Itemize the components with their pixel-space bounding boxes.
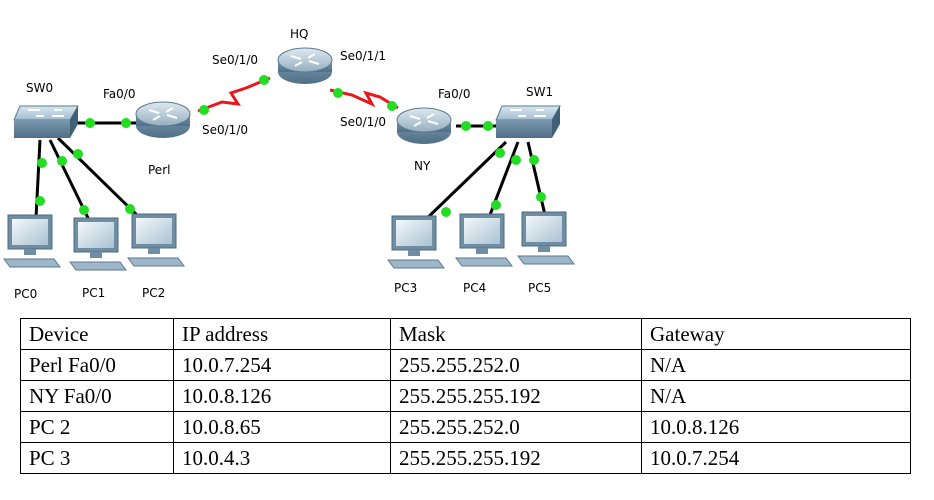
table-cell-gateway: N/A	[641, 380, 911, 412]
table-cell-device: PC 2	[20, 411, 174, 443]
link-dot	[37, 158, 47, 168]
pc-icon[interactable]	[3, 214, 61, 268]
device-label-pc1: PC1	[82, 286, 105, 300]
link-dot	[529, 155, 539, 165]
pc-icon[interactable]	[517, 211, 575, 265]
pc-icon[interactable]	[387, 215, 445, 269]
link-dot	[536, 192, 546, 202]
column-header: IP address	[173, 318, 391, 350]
table-cell-mask: 255.255.252.0	[390, 349, 642, 381]
pc-icon[interactable]	[127, 213, 185, 267]
link-dot	[461, 121, 471, 131]
link-dot	[387, 101, 397, 111]
device-label-perl: Perl	[148, 163, 170, 177]
device-label-pc0: PC0	[14, 287, 37, 301]
table-cell-mask: 255.255.255.192	[390, 380, 642, 412]
table-cell-gateway: N/A	[641, 349, 911, 381]
device-label-sw0: SW0	[26, 81, 53, 95]
table-cell-mask: 255.255.255.192	[390, 442, 642, 474]
table-row: PC 3 10.0.4.3 255.255.255.192 10.0.7.254	[20, 442, 911, 474]
router-icon[interactable]	[135, 101, 191, 138]
interface-label-perl-se010: Se0/1/0	[202, 123, 248, 137]
link-perl-hq	[197, 76, 271, 113]
device-label-hq: HQ	[290, 27, 308, 41]
link-sw0-pc0	[34, 139, 42, 219]
link-dot	[333, 88, 343, 98]
table-cell-mask: 255.255.252.0	[390, 411, 642, 443]
link-dot	[441, 207, 451, 217]
link-dot	[491, 200, 501, 210]
table-cell-gateway: 10.0.8.126	[641, 411, 911, 443]
link-dot	[495, 148, 505, 158]
table-cell-ip: 10.0.8.126	[173, 380, 391, 412]
link-dot	[57, 156, 67, 166]
pc-icon[interactable]	[69, 217, 127, 271]
table-cell-device: Perl Fa0/0	[20, 349, 174, 381]
interface-label-perl-fa00: Fa0/0	[103, 87, 135, 101]
ethernet-links	[34, 121, 547, 227]
table-cell-ip: 10.0.8.65	[173, 411, 391, 443]
link-dot	[511, 155, 521, 165]
switch-icon[interactable]	[495, 105, 561, 138]
switch-icon[interactable]	[13, 105, 79, 138]
table-row: NY Fa0/0 10.0.8.126 255.255.255.192 N/A	[20, 380, 911, 412]
link-dot	[35, 196, 45, 206]
column-header: Gateway	[641, 318, 911, 350]
interface-label-ny-fa00: Fa0/0	[438, 87, 470, 101]
interface-label-hq-se011: Se0/1/1	[340, 49, 386, 63]
link-sw1-pc5	[526, 141, 547, 216]
table-cell-ip: 10.0.7.254	[173, 349, 391, 381]
table-cell-gateway: 10.0.7.254	[641, 442, 911, 474]
table-cell-device: PC 3	[20, 442, 174, 474]
device-label-pc4: PC4	[463, 281, 486, 295]
addressing-table: Device IP address Mask Gateway Perl Fa0/…	[20, 318, 911, 474]
link-dot	[73, 149, 83, 159]
device-label-sw1: SW1	[526, 85, 553, 99]
serial-links	[197, 76, 399, 113]
column-header: Mask	[390, 318, 642, 350]
link-sw0-pc2	[56, 136, 142, 220]
interface-label-hq-se010: Se0/1/0	[212, 53, 258, 67]
link-dot	[259, 75, 269, 85]
link-sw1-pc3	[418, 140, 508, 227]
router-icon[interactable]	[396, 107, 452, 144]
link-status-dots	[35, 75, 546, 217]
link-dot	[483, 121, 493, 131]
network-topology-diagram: HQ SW0 SW1 Perl NY PC0 PC1 PC2 PC3 PC4 P…	[3, 27, 575, 301]
link-dot	[121, 118, 131, 128]
table-cell-device: NY Fa0/0	[20, 380, 174, 412]
device-label-pc5: PC5	[528, 281, 551, 295]
link-dot	[199, 105, 209, 115]
pc-icon[interactable]	[455, 213, 513, 267]
table-header-row: Device IP address Mask Gateway	[20, 318, 911, 350]
link-hq-ny	[329, 88, 399, 110]
interface-label-ny-se010: Se0/1/0	[340, 115, 386, 129]
link-dot	[125, 204, 135, 214]
table-cell-ip: 10.0.4.3	[173, 442, 391, 474]
router-icon[interactable]	[277, 47, 333, 84]
device-label-ny: NY	[414, 159, 431, 173]
link-dot	[85, 118, 95, 128]
device-label-pc2: PC2	[142, 286, 165, 300]
table-row: PC 2 10.0.8.65 255.255.252.0 10.0.8.126	[20, 411, 911, 443]
table-row: Perl Fa0/0 10.0.7.254 255.255.252.0 N/A	[20, 349, 911, 381]
device-label-pc3: PC3	[394, 281, 417, 295]
column-header: Device	[20, 318, 174, 350]
link-dot	[79, 205, 89, 215]
